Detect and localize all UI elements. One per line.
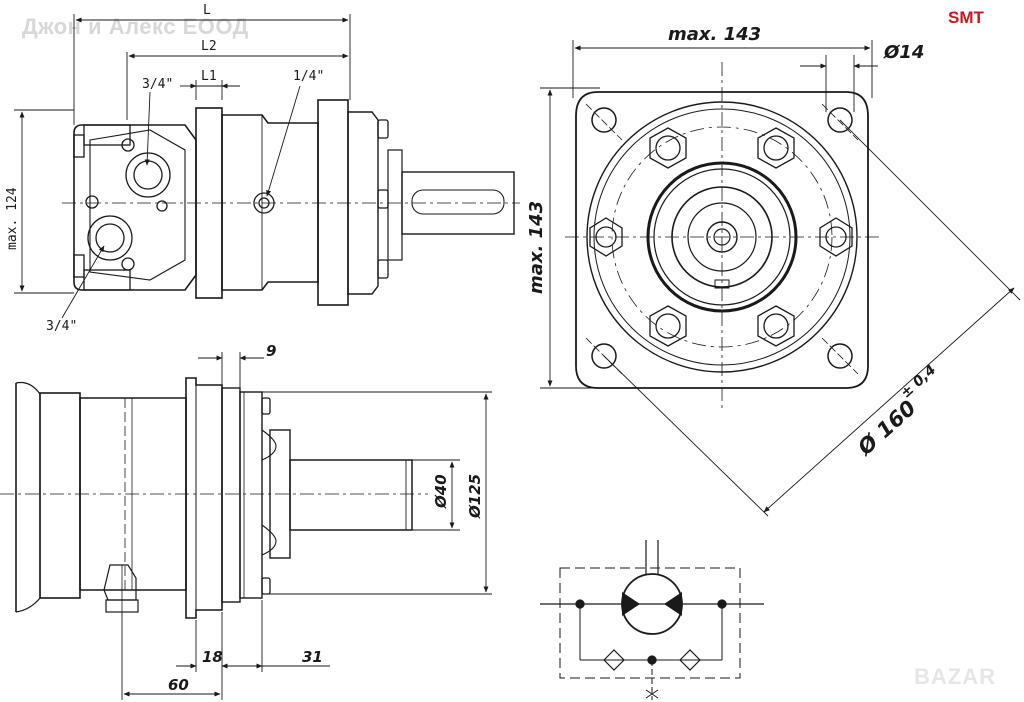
dim-l2-label: L2 xyxy=(201,39,217,54)
bazar-watermark: BAZAR xyxy=(914,664,996,689)
port-drain-label: 1/4" xyxy=(293,69,324,84)
dim-31-label: 31 xyxy=(302,648,323,666)
shaft-view xyxy=(0,352,492,700)
port-bottom-label: 3/4" xyxy=(46,319,77,334)
tolerance-label: ± 0,4 xyxy=(898,362,939,402)
pilot-125-label: Ø125 xyxy=(466,474,484,519)
dim-60-label: 60 xyxy=(168,676,189,694)
front-view xyxy=(540,40,1021,517)
port-top-label: 3/4" xyxy=(142,77,173,92)
side-view xyxy=(14,14,520,319)
bolt-circle-160-label: Ø 160 xyxy=(853,396,921,461)
hydraulic-symbol xyxy=(540,540,764,700)
width-143-label: max. 143 xyxy=(668,24,761,45)
flange-9-label: 9 xyxy=(266,342,276,360)
hole-14-label: Ø14 xyxy=(883,42,924,63)
brand-logo: SMT xyxy=(948,8,984,27)
dim-18-label: 18 xyxy=(202,648,223,666)
shaft-40-label: Ø40 xyxy=(432,474,450,509)
height-124-label: max. 124 xyxy=(5,187,20,250)
dim-l1-label: L1 xyxy=(201,69,217,84)
height-143-label: max. 143 xyxy=(526,201,547,294)
dim-l-label: L xyxy=(203,3,211,18)
